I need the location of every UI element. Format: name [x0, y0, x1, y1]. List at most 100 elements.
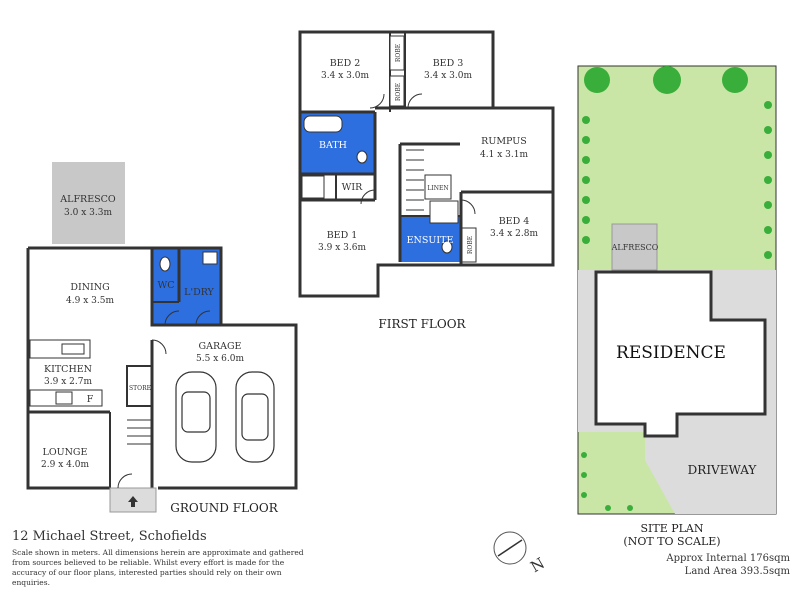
ground-stairs — [127, 419, 152, 445]
bed3-label: BED 3 — [433, 58, 464, 69]
driveway-area — [645, 418, 776, 514]
garage-wall — [158, 323, 298, 490]
door-icon — [407, 93, 423, 109]
shrub-icon — [764, 176, 772, 184]
laundry-wall — [152, 246, 223, 325]
entry-porch — [109, 487, 157, 513]
robe-bed3 — [389, 75, 405, 107]
shrub-icon — [582, 216, 590, 224]
shrub-icon — [764, 101, 772, 109]
tree-icon — [584, 67, 610, 93]
ensuite-shower-icon — [429, 200, 459, 224]
shrub-icon — [582, 196, 590, 204]
first-floor-stairs — [406, 149, 424, 211]
kitchen-dim: 3.9 x 2.7m — [44, 377, 92, 387]
alfresco-dim: 3.0 x 3.3m — [64, 208, 112, 218]
toilet-icon — [356, 150, 368, 164]
bed1-label: BED 1 — [327, 230, 358, 241]
fridge-label: F — [87, 394, 94, 405]
stair-wall — [398, 142, 460, 262]
driveway-label: DRIVEWAY — [688, 463, 758, 477]
door-icon — [369, 93, 385, 109]
compass-needle-icon — [497, 539, 523, 557]
lounge-label: LOUNGE — [43, 447, 88, 458]
shrub-icon — [582, 156, 590, 164]
first-floor-title: FIRST FLOOR — [378, 317, 466, 331]
garage-cars — [175, 371, 275, 463]
dining-dim: 4.9 x 3.5m — [66, 296, 114, 306]
site-shrubs — [581, 66, 772, 511]
ground-floor-title: GROUND FLOOR — [170, 501, 278, 515]
shrub-icon — [581, 472, 587, 478]
ensuite-wet-area — [401, 216, 461, 262]
bed3-dim: 3.4 x 3.0m — [424, 71, 472, 81]
laundry-door-icon — [195, 310, 211, 326]
toilet-icon — [159, 256, 171, 272]
compass-north-label: N — [527, 554, 547, 576]
kitchen-rear-bench — [29, 389, 103, 407]
site-alfresco — [611, 223, 658, 271]
shrub-icon — [582, 136, 590, 144]
residence-label: RESIDENCE — [616, 343, 726, 363]
shrub-icon — [627, 505, 633, 511]
compass: N — [493, 531, 548, 576]
bed2-dim: 3.4 x 3.0m — [321, 71, 369, 81]
bathtub-icon — [303, 115, 343, 133]
shrub-icon — [764, 151, 772, 159]
car-icon — [241, 393, 269, 441]
dining-label: DINING — [70, 282, 109, 293]
site-plan-title: SITE PLAN — [640, 522, 703, 535]
robe-label: ROBE — [395, 44, 402, 62]
shower-icon — [301, 175, 325, 199]
site-alfresco-label: ALFRESCO — [611, 243, 659, 252]
lounge-dim: 2.9 x 4.0m — [41, 460, 89, 470]
tree-icon — [722, 67, 748, 93]
site-plan — [577, 65, 777, 515]
compass-icon — [493, 531, 527, 565]
kitchen-bench — [29, 339, 91, 359]
bath-label: BATH — [319, 140, 347, 151]
first-floor-outline — [298, 30, 555, 298]
robe-label: ROBE — [467, 236, 474, 254]
store-room — [126, 365, 153, 407]
laundry-door-icon — [164, 310, 180, 326]
front-door-icon — [117, 473, 133, 489]
robe-label: ROBE — [395, 83, 402, 101]
disclaimer-text: Scale shown in meters. All dimensions he… — [12, 548, 304, 587]
robe-bed2 — [389, 35, 405, 71]
garage-dim: 5.5 x 6.0m — [196, 354, 244, 364]
bed4-dim: 3.4 x 2.8m — [490, 229, 538, 239]
first-floor — [298, 30, 555, 298]
shrub-icon — [582, 176, 590, 184]
laundry-tub-icon — [202, 251, 218, 265]
rumpus-label: RUMPUS — [481, 136, 527, 147]
linen-cupboard — [424, 174, 452, 200]
tree-icon — [653, 66, 681, 94]
wc-label: WC — [157, 280, 174, 291]
shrub-icon — [581, 492, 587, 498]
wir-label: WIR — [342, 182, 364, 193]
shrub-icon — [764, 201, 772, 209]
linen-label: LINEN — [427, 185, 448, 192]
door-icon — [360, 189, 376, 205]
alfresco-area — [52, 162, 125, 244]
car-icon — [175, 371, 217, 463]
property-address: 12 Michael Street, Schofields — [12, 529, 207, 544]
garage-label: GARAGE — [199, 341, 242, 352]
bed1-dim: 3.9 x 3.6m — [318, 243, 366, 253]
shrub-icon — [582, 116, 590, 124]
shrub-icon — [764, 126, 772, 134]
shrub-icon — [764, 251, 772, 259]
robe-bed4 — [461, 227, 477, 263]
site-plan-subtitle: (NOT TO SCALE) — [623, 535, 720, 548]
rear-wall — [28, 246, 221, 327]
bed2-label: BED 2 — [330, 58, 361, 69]
internal-area: Approx Internal 176sqm — [666, 553, 790, 564]
shrub-icon — [605, 505, 611, 511]
entry-arrow-icon — [128, 496, 138, 507]
shrub-icon — [764, 226, 772, 234]
toilet-icon — [441, 240, 453, 254]
shrub-icon — [581, 452, 587, 458]
store-label: STORE — [129, 385, 151, 392]
